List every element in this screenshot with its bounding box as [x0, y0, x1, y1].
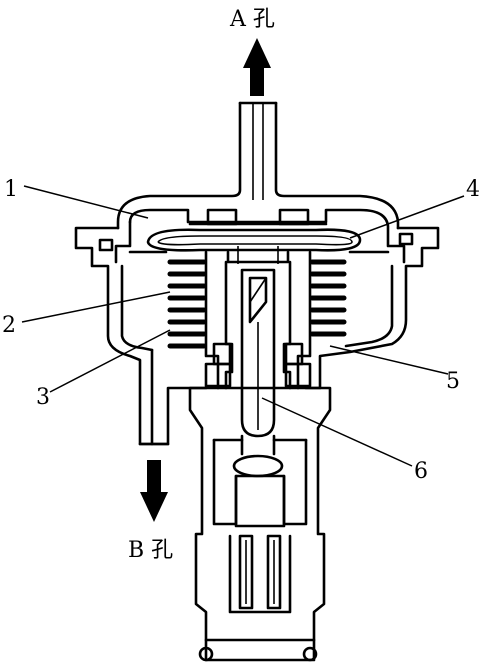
callout-6: 6: [414, 459, 428, 484]
valve-core: [204, 260, 312, 438]
outlet-tube-a: [116, 101, 400, 230]
bellows-walls: [204, 246, 312, 390]
callout-5: 5: [446, 369, 460, 394]
callout-4: 4: [466, 177, 480, 202]
bellows-spring-left: [167, 259, 207, 349]
lower-body: [188, 386, 332, 662]
port-a-label: A 孔: [229, 7, 275, 32]
diaphragm: [128, 228, 390, 254]
callout-3: 3: [36, 385, 50, 410]
upper-housing: [74, 208, 440, 446]
callout-2: 2: [2, 313, 16, 338]
port-a-arrow: [243, 38, 271, 96]
port-b-arrow: [140, 460, 168, 522]
callout-1: 1: [4, 177, 18, 202]
callout-leaders: [21, 185, 465, 467]
bellows-spring-right: [309, 259, 347, 337]
port-b-label: B 孔: [128, 538, 173, 563]
